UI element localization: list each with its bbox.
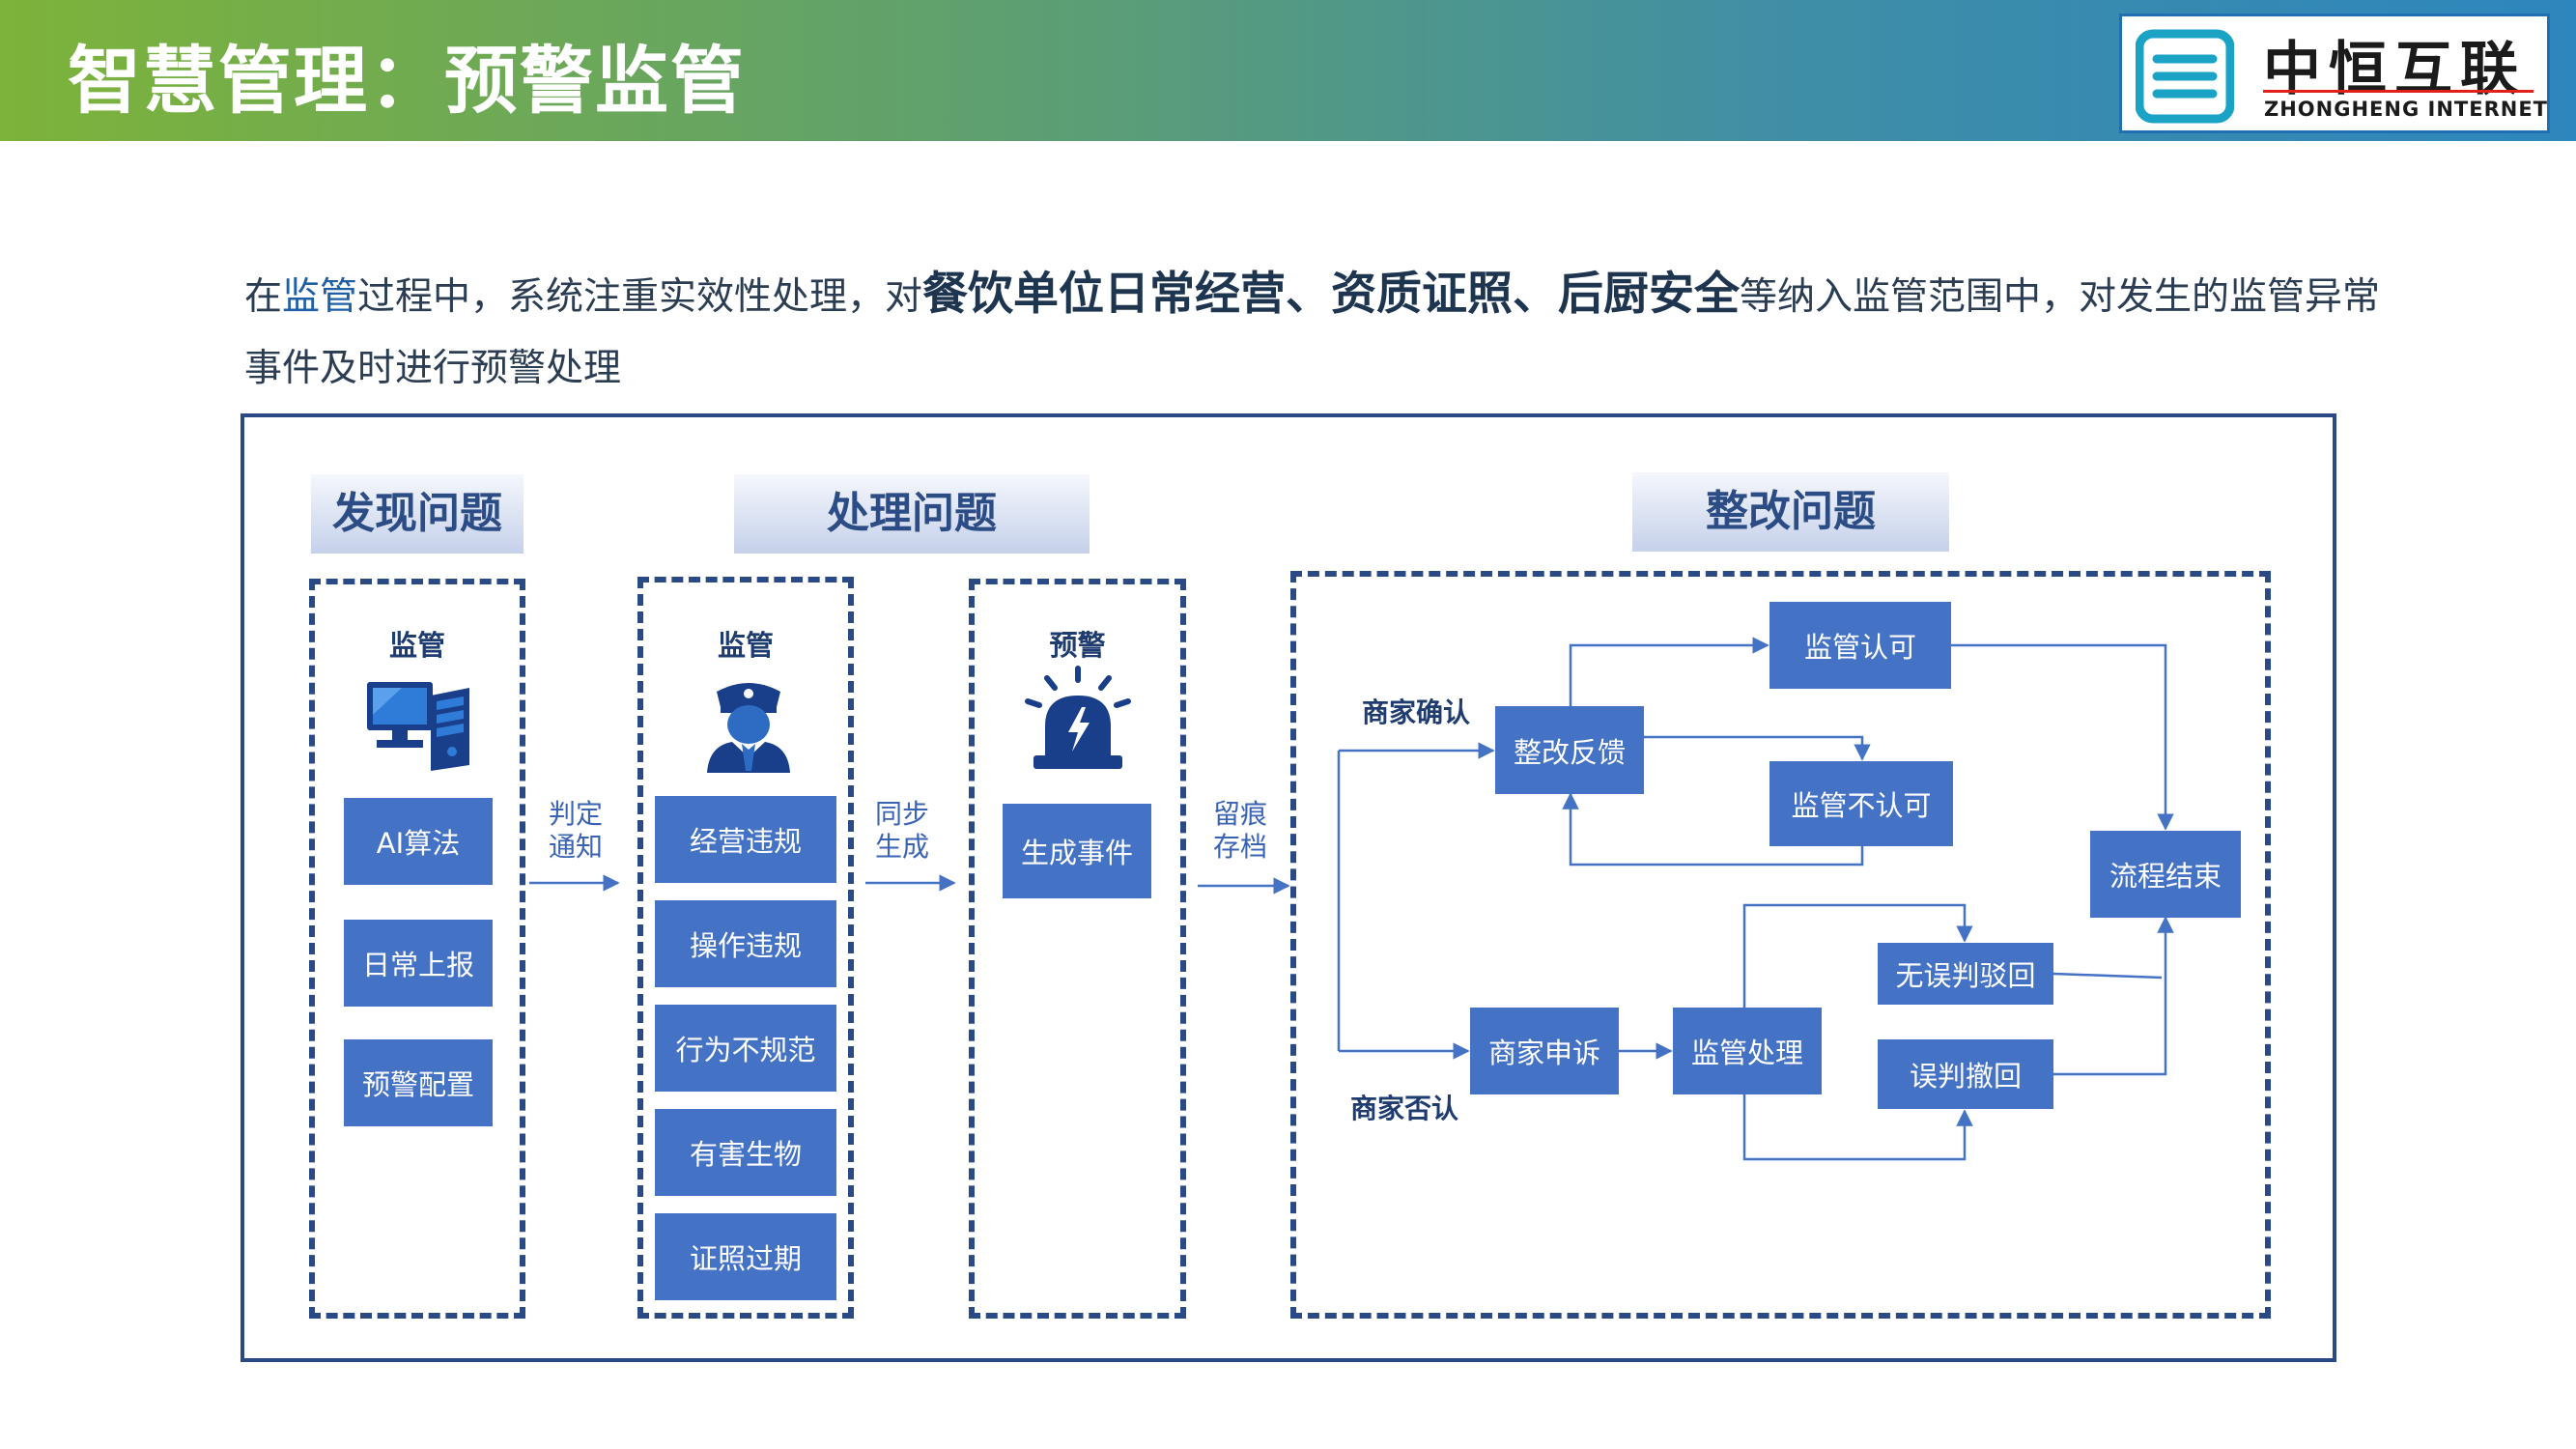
intro-emphasis: 餐饮单位日常经营、资质证照、后厨安全 — [922, 268, 1741, 321]
handle-item-improper-behavior: 行为不规范 — [655, 1005, 836, 1092]
alarm-siren-icon — [1025, 666, 1131, 769]
arrow-feedback-to-approve — [1569, 637, 1769, 706]
zhongheng-logo-icon — [2136, 29, 2234, 124]
arrow-feedback-to-disapprove — [1644, 735, 1871, 761]
discover-item-alert-config: 预警配置 — [344, 1039, 493, 1126]
company-logo: 中恒互联 ZHONGHENG INTERNET — [2119, 14, 2550, 133]
handle-item-pests: 有害生物 — [655, 1109, 836, 1196]
logo-name-en: ZHONGHENG INTERNET — [2264, 98, 2548, 121]
node-merchant-appeal: 商家申诉 — [1470, 1008, 1619, 1094]
section-title-handle: 处理问题 — [734, 474, 1090, 554]
node-no-misjudgment-reject: 无误判驳回 — [1878, 943, 2053, 1005]
discover-item-ai: AI算法 — [344, 798, 493, 885]
section-title-discover: 发现问题 — [311, 474, 524, 554]
discover-heading: 监管 — [388, 629, 445, 662]
intro-paragraph: 在监管过程中，系统注重实效性处理，对餐饮单位日常经营、资质证照、后厨安全等纳入监… — [244, 259, 2408, 405]
arrow-approve-to-end — [1951, 643, 2174, 831]
alert-group — [969, 579, 1186, 1319]
arrow-label-store: 存档 — [1212, 831, 1267, 863]
discover-item-daily-report: 日常上报 — [344, 920, 493, 1007]
logo-divider — [2263, 90, 2534, 93]
police-officer-icon — [707, 683, 790, 773]
node-process-end: 流程结束 — [2090, 831, 2241, 918]
node-supervision-handle: 监管处理 — [1673, 1008, 1822, 1094]
arrow-supervise-to-no-error — [1742, 903, 1973, 1008]
rectify-group — [1290, 571, 2271, 1319]
arrow-label-judge-notify: 判定 通知 — [537, 798, 614, 864]
handle-item-operation-violation: 操作违规 — [655, 900, 836, 987]
node-misjudgment-revoke: 误判撤回 — [1878, 1039, 2053, 1109]
alert-item-generate-event: 生成事件 — [1003, 804, 1151, 898]
arrow-label-notify: 通知 — [548, 831, 603, 863]
handle-item-business-violation: 经营违规 — [655, 796, 836, 883]
intro-text-2: 过程中，系统注重实效性处理，对 — [357, 275, 923, 319]
section-title-rectify: 整改问题 — [1632, 472, 1949, 552]
alert-heading: 预警 — [1049, 629, 1106, 662]
intro-text-3: 等纳入监管范围中，对发生的监管异常事件及时进行预警处理 — [244, 275, 2381, 390]
arrow-label-sync-generate: 同步 生成 — [863, 798, 941, 864]
arrow-disapprove-to-feedback — [1562, 792, 1864, 867]
node-supervision-approve: 监管认可 — [1769, 602, 1951, 689]
arrow-label-archive: 留痕 存档 — [1202, 798, 1279, 864]
node-rectify-feedback: 整改反馈 — [1495, 706, 1644, 794]
intro-text-highlight: 监管 — [282, 275, 358, 319]
label-merchant-deny: 商家否认 — [1350, 1093, 1459, 1124]
node-supervision-disapprove: 监管不认可 — [1769, 761, 1953, 846]
diagram-frame — [241, 413, 2336, 1362]
arrow-label-generate: 生成 — [874, 831, 929, 863]
arrow-supervise-to-revoke — [1742, 1094, 1973, 1161]
handle-heading: 监管 — [717, 629, 774, 662]
arrow-label-judge: 判定 — [548, 798, 603, 830]
intro-text-1: 在 — [244, 275, 283, 319]
handle-group — [637, 577, 854, 1319]
line-no-error-to-end — [2052, 972, 2163, 980]
page-title: 智慧管理：预警监管 — [68, 38, 746, 124]
discover-group — [309, 579, 525, 1319]
arrow-revoke-to-end — [2053, 916, 2174, 1076]
arrow-label-sync: 同步 — [874, 798, 929, 830]
label-merchant-confirm: 商家确认 — [1362, 696, 1471, 728]
arrow-label-trace: 留痕 — [1212, 798, 1267, 830]
header-bar: 智慧管理：预警监管 中恒互联 ZHONGHENG INTERNET — [0, 0, 2576, 141]
computer-icon — [367, 682, 469, 771]
handle-item-expired-license: 证照过期 — [655, 1213, 836, 1300]
